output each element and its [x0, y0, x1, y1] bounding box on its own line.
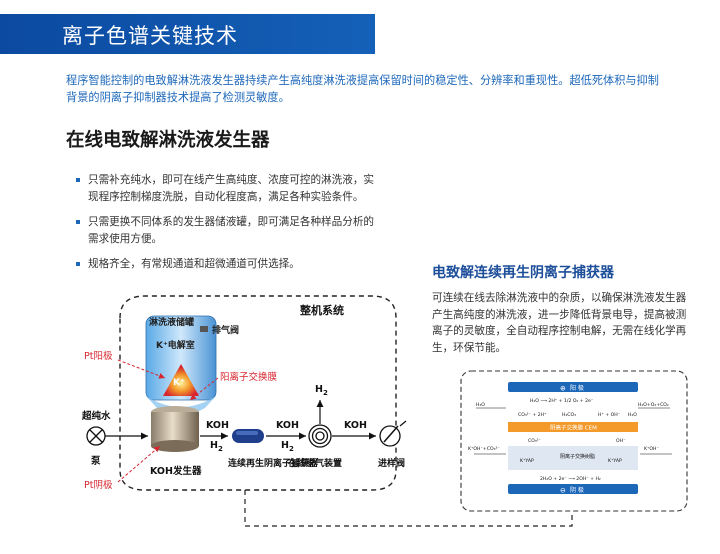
- inset-cathode-bar: [508, 484, 638, 494]
- svg-text:阴离子交换树脂: 阴离子交换树脂: [560, 453, 595, 460]
- svg-text:CO₃²⁻ + 2H⁺: CO₃²⁻ + 2H⁺: [518, 412, 547, 418]
- svg-text:H⁺ + OH⁻: H⁺ + OH⁻: [598, 412, 621, 418]
- page-title: 离子色谱关键技术: [62, 24, 238, 48]
- inset-anode-bar: [508, 382, 638, 392]
- svg-text:阴 极: 阴 极: [570, 486, 584, 494]
- section1-title: 在线电致解淋洗液发生器: [66, 130, 270, 151]
- svg-text:H: H: [210, 440, 218, 451]
- system-label: 整机系统: [299, 303, 344, 317]
- chamber-label: K⁺电解室: [156, 339, 195, 351]
- svg-text:⊕: ⊕: [560, 385, 566, 393]
- section2-desc: 可连续在线去除淋洗液中的杂质，以确保淋洗液发生器产生高纯度的淋洗液，进一步降低背…: [432, 292, 687, 354]
- svg-text:KOH: KOH: [344, 420, 367, 431]
- reservoir-tank: [145, 315, 217, 401]
- svg-text:H₂O+O₂+CO₂: H₂O+O₂+CO₂: [638, 402, 669, 408]
- feature-item: 只需补充纯水，即可在线产生高纯度、浓度可控的淋洗液，实现程序控制梯度洗脱，自动化…: [76, 172, 376, 205]
- svg-text:KOH: KOH: [206, 420, 229, 431]
- intro-text: 程序智能控制的电致解淋洗液发生器持续产生高纯度淋洗液提高保留时间的稳定性、分辨率…: [66, 74, 659, 104]
- degasser-label: 在线脱气装置: [288, 457, 342, 469]
- svg-text:H: H: [281, 440, 289, 451]
- trap-label: 连续再生阴离子捕获器: [228, 457, 319, 469]
- svg-text:阳 极: 阳 极: [570, 384, 584, 392]
- cathode-label: Pt阴极: [84, 479, 113, 491]
- svg-text:2: 2: [323, 389, 328, 397]
- svg-text:2: 2: [218, 445, 223, 453]
- vent-label: 排气阀: [212, 324, 239, 336]
- svg-text:K⁺OH⁻: K⁺OH⁻: [644, 446, 660, 452]
- svg-text:OH⁻: OH⁻: [616, 438, 626, 444]
- pure-water-label: 超纯水: [81, 410, 111, 422]
- svg-text:⊖: ⊖: [560, 487, 566, 495]
- svg-text:H₂O ⟶ 2H⁺ + 1/2 O₂ + 2e⁻: H₂O ⟶ 2H⁺ + 1/2 O₂ + 2e⁻: [530, 398, 594, 404]
- anode-label: Pt阳极: [84, 350, 113, 362]
- pump-label: 泵: [90, 456, 101, 467]
- vent-valve: [200, 326, 208, 332]
- svg-text:阴离子交换膜 CEM: 阴离子交换膜 CEM: [550, 424, 597, 432]
- injector-valve: [379, 425, 401, 447]
- feature-list: 只需补充纯水，即可在线产生高纯度、浓度可控的淋洗液，实现程序控制梯度洗脱，自动化…: [76, 172, 376, 282]
- injector-label: 进样阀: [378, 457, 405, 469]
- svg-text:KOH: KOH: [276, 420, 299, 431]
- system-boundary: [119, 295, 397, 491]
- k-ion: K⁺: [173, 378, 185, 388]
- svg-text:2H₂O + 2e⁻ ⟶ 2OH⁻ + H₂: 2H₂O + 2e⁻ ⟶ 2OH⁻ + H₂: [540, 476, 601, 482]
- svg-text:H₂O: H₂O: [628, 412, 637, 418]
- membrane-label: 阳离子交换膜: [220, 371, 278, 383]
- svg-text:K⁺YAP: K⁺YAP: [608, 458, 622, 464]
- pump-icon: [86, 426, 106, 446]
- svg-text:2: 2: [289, 445, 294, 453]
- svg-text:H₂CO₃: H₂CO₃: [562, 412, 576, 418]
- title-banner: 离子色谱关键技术: [0, 14, 375, 54]
- svg-text:H₂O: H₂O: [476, 402, 485, 408]
- trap-inset-diagram: 阳 极 ⊕ H₂O ⟶ 2H⁺ + 1/2 O₂ + 2e⁻ H₂O H₂O+O…: [460, 370, 688, 512]
- feature-item: 只需更换不同体系的发生器储液罐，即可满足各种样品分析的需求使用方便。: [76, 214, 376, 247]
- inset-resin: [508, 446, 638, 470]
- electrolysis-glow: [163, 364, 199, 396]
- degasser-coil: [308, 424, 332, 448]
- anion-trap: [232, 429, 264, 443]
- koh-generator: [151, 412, 199, 446]
- svg-text:CO₃²⁻: CO₃²⁻: [528, 438, 542, 444]
- svg-text:K⁺YAP: K⁺YAP: [520, 458, 534, 464]
- reservoir-label: 淋洗液储罐: [149, 316, 194, 328]
- svg-text:H: H: [315, 384, 323, 395]
- generator-label: KOH发生器: [150, 465, 202, 477]
- inset-membrane: [508, 422, 638, 432]
- section2-title: 电致解连续再生阴离子捕获器: [432, 265, 614, 281]
- feature-item: 规格齐全，有常规通道和超微通道可供选择。: [76, 256, 376, 273]
- svg-text:K⁺OH⁻+CO₃²⁻: K⁺OH⁻+CO₃²⁻: [468, 446, 500, 452]
